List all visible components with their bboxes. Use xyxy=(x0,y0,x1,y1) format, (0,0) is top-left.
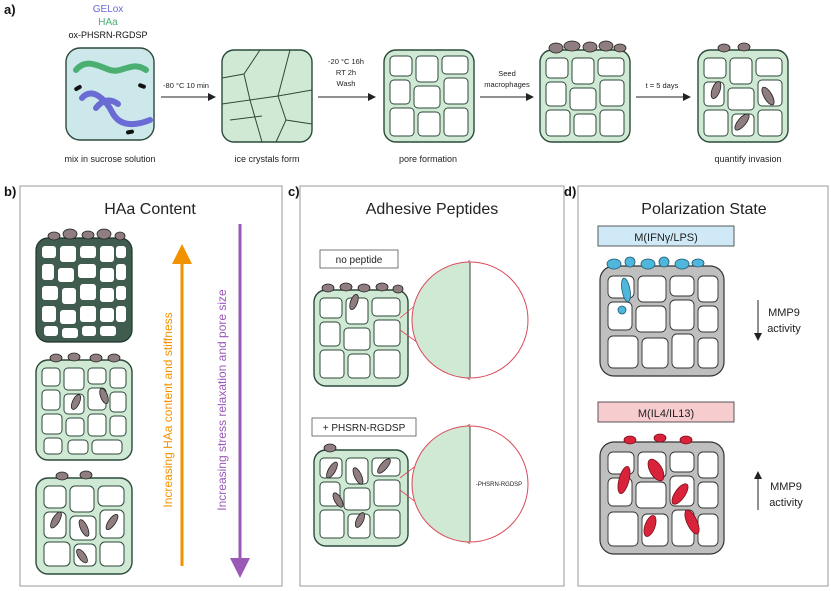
ifn-lps-label: M(IFNγ/LPS) xyxy=(634,232,698,244)
step-5-caption: quantify invasion xyxy=(714,154,781,164)
panel-b-title: HAa Content xyxy=(104,201,196,218)
step-2-caption: ice crystals form xyxy=(234,154,299,164)
panel-c: c) Adhesive Peptides no peptide xyxy=(288,184,565,587)
purple-arrow-label: Increasing stress relaxation and pore si… xyxy=(215,289,229,511)
arrow-1-label-line-1: -80 °C 10 min xyxy=(163,81,209,90)
pore-scaffold xyxy=(383,49,475,143)
ifn-lps-box xyxy=(597,225,735,247)
top-effect-line-1: MMP9 xyxy=(768,307,800,319)
haa-label: HAa xyxy=(98,17,118,28)
panel-d-title: Polarization State xyxy=(641,201,767,218)
bottom-effect-line-2: activity xyxy=(769,497,803,509)
panel-d-letter: d) xyxy=(564,184,576,199)
purple-arrow-head xyxy=(230,558,250,578)
peptide-scaffold xyxy=(313,443,409,547)
top-effect-line-2: activity xyxy=(767,323,801,335)
panel-a-letter: a) xyxy=(4,2,16,17)
no-peptide-scaffold xyxy=(313,282,409,387)
orange-arrow-head xyxy=(172,244,192,264)
peptide-label: ox-PHSRN-RGDSP xyxy=(68,30,147,40)
arrow-2-label-line-2: RT 2h xyxy=(336,68,356,77)
peptide-box xyxy=(311,417,417,437)
ifn-lps-scaffold xyxy=(599,256,725,377)
panel-a: a) GELox HAa ox-PHSRN-RGDSP mix in sucro… xyxy=(4,2,789,164)
panel-b-frame xyxy=(19,185,283,587)
panel-d-frame xyxy=(577,185,829,587)
solution-box xyxy=(65,47,155,141)
orange-arrow-label: Increasing HAa content and stiffness xyxy=(161,312,175,507)
no-peptide-label: no peptide xyxy=(336,255,383,266)
gelox-label: GELox xyxy=(93,4,124,15)
panel-d: d) Polarization State M(IFNγ/LPS) xyxy=(564,184,829,587)
arrow-2-label-line-3: Wash xyxy=(337,79,356,88)
high-haa-scaffold xyxy=(35,228,133,343)
ice-crystals-scaffold xyxy=(221,49,313,143)
arrow-3-label-line-1: Seed xyxy=(498,69,516,78)
arrow-4-label-line-1: t = 5 days xyxy=(646,81,679,90)
panel-b: b) HAa Content xyxy=(4,184,283,587)
step-3-caption: pore formation xyxy=(399,154,457,164)
seeded-scaffold xyxy=(539,40,631,143)
step-1-caption: mix in sucrose solution xyxy=(64,154,155,164)
mid-haa-scaffold xyxy=(35,352,133,461)
il4-il13-box xyxy=(597,401,735,423)
panel-c-frame xyxy=(299,185,565,587)
bottom-effect-line-1: MMP9 xyxy=(770,481,802,493)
arrow-3-label-line-2: macrophages xyxy=(484,80,530,89)
il4-il13-scaffold xyxy=(599,433,725,555)
panel-c-title: Adhesive Peptides xyxy=(366,201,499,218)
low-haa-scaffold xyxy=(35,470,133,575)
panel-b-letter: b) xyxy=(4,184,16,199)
arrow-2-label-line-1: -20 °C 16h xyxy=(328,57,364,66)
il4-il13-label: M(IL4/IL13) xyxy=(638,408,694,420)
panel-c-letter: c) xyxy=(288,184,300,199)
peptide-zoom: -PHSRN-RGDSP xyxy=(411,425,529,543)
no-peptide-zoom xyxy=(411,261,529,379)
zoom-peptide-label: -PHSRN-RGDSP xyxy=(476,482,522,488)
peptide-label-c: + PHSRN-RGDSP xyxy=(323,423,406,434)
no-peptide-box xyxy=(319,249,399,269)
invaded-scaffold xyxy=(697,42,789,143)
